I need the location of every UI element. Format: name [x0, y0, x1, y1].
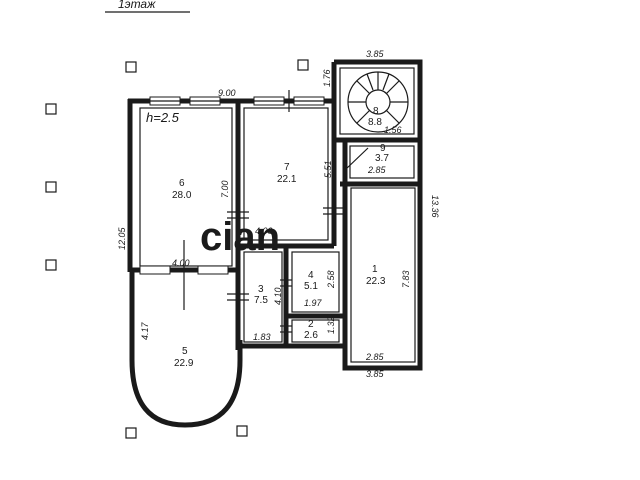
- dim-room4-width: 1.97: [304, 298, 323, 308]
- room-8-number: 8: [373, 106, 379, 117]
- room-6-area: 28.0: [172, 190, 192, 201]
- dim-room5-height: 4.17: [140, 321, 150, 340]
- dim-stair-top: 3.85: [366, 49, 385, 59]
- dim-hall-width: 1.83: [253, 332, 271, 342]
- dim-stair-landing: 1.56: [384, 125, 402, 135]
- windows: [139, 96, 325, 275]
- dimension-labels: 9.00 3.85 1.56 2.85 4.00 4.00 1.97 1.83 …: [117, 49, 440, 379]
- dim-room3-height: 4.10: [273, 287, 283, 305]
- room-2-number: 2: [308, 319, 314, 330]
- inner-outlines: [139, 67, 416, 363]
- room-5-area: 22.9: [174, 358, 194, 369]
- dim-room4-height: 2.58: [326, 270, 336, 289]
- room-4-area: 5.1: [304, 281, 318, 292]
- room-1-number: 1: [372, 264, 378, 275]
- dim-room5-width: 4.00: [172, 258, 190, 268]
- room-labels: 6 28.0 7 22.1 8 8.8 9 3.7 1 22.3 3 7.5 4…: [172, 106, 389, 369]
- column-markers: [45, 59, 309, 439]
- dim-stair-side: 1.76: [322, 69, 332, 87]
- room-7-number: 7: [284, 162, 290, 173]
- dim-right-overall: 13.36: [430, 195, 440, 218]
- dim-room9-width: 2.85: [367, 165, 387, 175]
- dim-room1-height: 7.83: [401, 270, 411, 288]
- dim-top-overall: 9.00: [218, 88, 236, 98]
- floor-title: 1этаж: [118, 0, 156, 11]
- dim-bottom-right: 3.85: [366, 369, 385, 379]
- ceiling-height: h=2.5: [146, 110, 180, 125]
- dim-room6-height: 7.00: [220, 180, 230, 198]
- room-4-number: 4: [308, 270, 314, 281]
- dim-left-overall: 12.05: [117, 226, 127, 250]
- room-9-number: 9: [380, 143, 386, 154]
- room-2-area: 2.6: [304, 330, 318, 341]
- spiral-stair: [347, 71, 409, 133]
- room-5-number: 5: [182, 346, 188, 357]
- outer-walls: [127, 59, 423, 428]
- room-6-number: 6: [179, 178, 185, 189]
- room-3-area: 7.5: [254, 295, 268, 306]
- dim-room7-width: 4.00: [255, 226, 273, 236]
- room-1-area: 22.3: [366, 276, 386, 287]
- room-3-number: 3: [258, 284, 264, 295]
- room-8-area: 8.8: [368, 117, 382, 128]
- room-7-area: 22.1: [277, 174, 297, 185]
- door-markers: [183, 90, 345, 333]
- dim-room2-height: 1.32: [326, 316, 336, 334]
- dim-room1-width: 2.85: [365, 352, 385, 362]
- dim-room7-height: 5.51: [323, 160, 333, 178]
- room-9-area: 3.7: [375, 153, 389, 164]
